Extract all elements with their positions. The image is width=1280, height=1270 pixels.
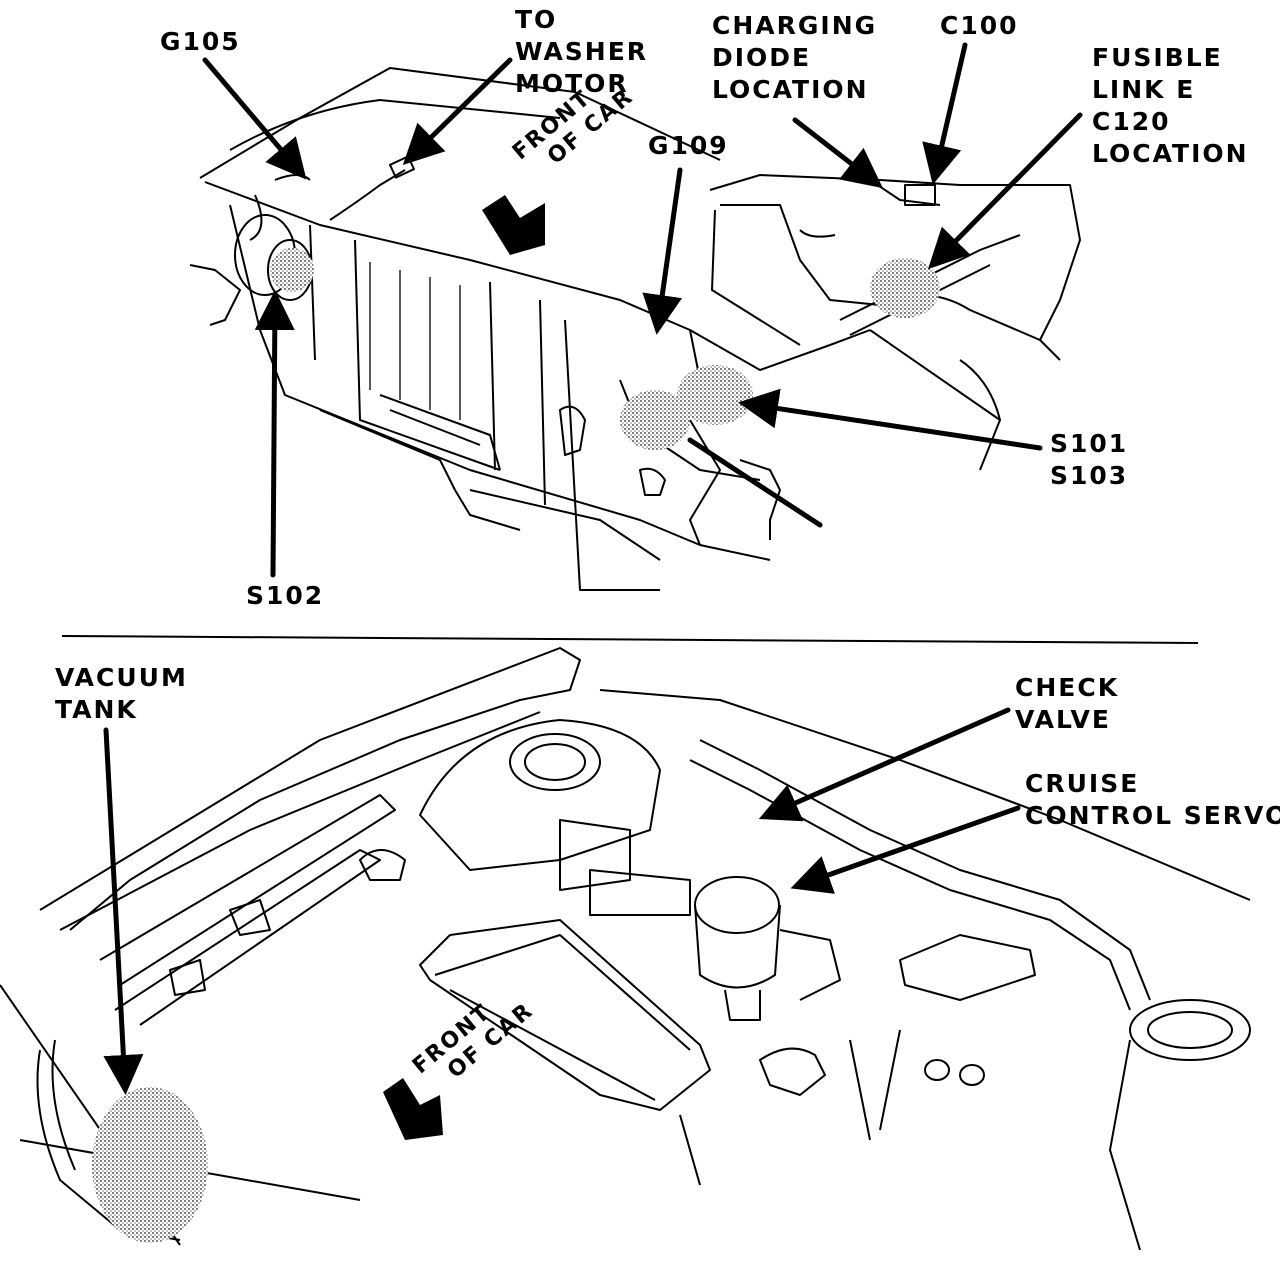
bottom-engine-bay [0, 647, 1251, 1251]
label-line: VACUUM [55, 663, 188, 692]
label-charging-diode-location: CHARGING DIODE LOCATION [712, 10, 877, 106]
fusible-link-leader [927, 112, 1083, 270]
s102-leader [254, 290, 295, 578]
label-line: CHARGING [712, 11, 878, 40]
label-line: DIODE [712, 43, 812, 72]
g109-leader [642, 167, 683, 335]
label-c100: C100 [940, 11, 1019, 40]
check-valve-leader [758, 707, 1011, 822]
s103-leader [687, 437, 823, 528]
divider-line [61, 635, 1199, 644]
label-s101: S101 [1050, 429, 1129, 458]
s103-splice-area [620, 390, 690, 450]
s101-leader [738, 388, 1043, 451]
vacuum-tank-shade [92, 1087, 208, 1243]
g105-area [270, 248, 314, 292]
label-g109: G109 [648, 131, 729, 160]
c120-splice-area [870, 258, 940, 318]
label-line: CRUISE [1025, 769, 1140, 798]
c100-leader [922, 42, 968, 185]
bottom-shading [92, 1087, 208, 1243]
washer-leader [402, 57, 513, 165]
label-line: CHECK [1015, 673, 1120, 702]
bottom-front-arrow [383, 1078, 443, 1140]
label-g105: G105 [160, 27, 241, 56]
g105-leader [202, 57, 307, 180]
label-s102: S102 [246, 581, 325, 610]
label-to-washer-motor: TO WASHER MOTOR [515, 4, 648, 100]
label-line: C120 [1092, 107, 1171, 136]
label-check-valve: CHECK VALVE [1015, 672, 1119, 736]
label-s103: S103 [1050, 461, 1129, 490]
label-cruise-control-servo: CRUISE CONTROL SERVO [1025, 768, 1280, 832]
label-fusible-link: FUSIBLE LINK E C120 LOCATION [1092, 42, 1249, 170]
label-line: VALVE [1015, 705, 1111, 734]
top-engine-compartment [189, 67, 1081, 591]
label-line: LOCATION [1092, 139, 1249, 168]
label-line: MOTOR [515, 69, 629, 98]
cruise-servo-leader [790, 805, 1021, 894]
label-line: CONTROL SERVO [1025, 801, 1280, 830]
label-vacuum-tank: VACUUM TANK [55, 662, 188, 726]
charging-diode-leader [792, 117, 883, 189]
label-line: LINK E [1092, 75, 1196, 104]
label-line: FUSIBLE [1092, 43, 1223, 72]
top-front-arrow [482, 195, 545, 255]
bottom-leaders [103, 707, 1021, 1095]
label-line: TO [515, 5, 558, 34]
top-splice-shading [270, 248, 940, 450]
vacuum-tank-leader [103, 727, 144, 1095]
top-leaders [202, 42, 1083, 578]
label-line: LOCATION [712, 75, 869, 104]
s101-splice-area [677, 365, 753, 425]
label-line: TANK [55, 695, 138, 724]
label-line: WASHER [515, 37, 649, 66]
